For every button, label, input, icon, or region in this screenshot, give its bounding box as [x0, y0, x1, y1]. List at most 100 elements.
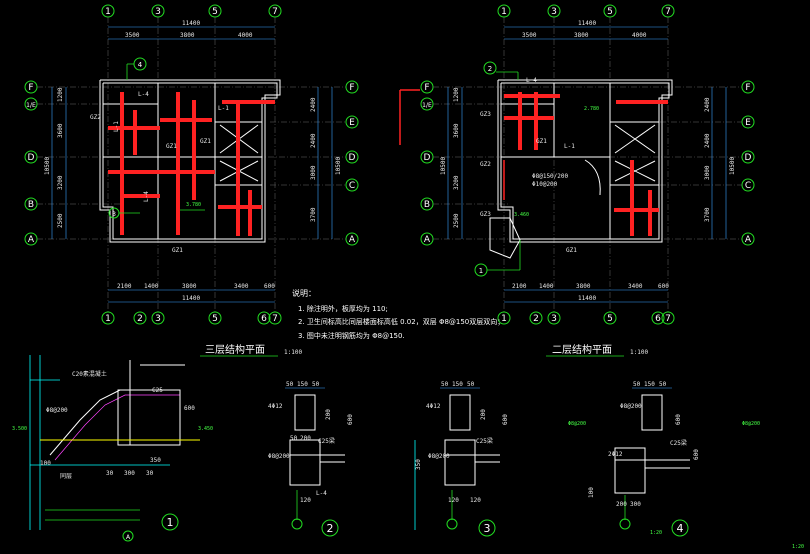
dim-text: 3400: [234, 283, 249, 290]
axis-bubble: F: [424, 83, 429, 93]
axis-bubble: F: [28, 83, 33, 93]
axis-bubble: [619, 518, 631, 530]
axis-bubble: 7: [665, 7, 671, 17]
dim-text: 200: [616, 501, 627, 508]
beam-label: L-4: [143, 191, 150, 202]
axis-bubble: 7: [665, 314, 671, 324]
plan-scale: 1:100: [630, 349, 648, 356]
top-axis-bubbles: 1 3 5 7: [497, 4, 675, 18]
axis-bubble: D: [745, 153, 752, 163]
dim-text: 2500: [57, 213, 64, 228]
dim-text: 200: [300, 435, 311, 442]
level-mark: 2.780: [584, 106, 599, 112]
detail-label: Φ8@200: [428, 453, 450, 460]
rebar-note-left: Φ8@200: [568, 421, 586, 427]
axis-bubble: A: [349, 235, 356, 245]
callout-number: 1: [479, 267, 483, 275]
axis-bubble: F: [349, 83, 354, 93]
second-floor-plan: 1 3 5 7 11400 3500 3800 4000 F 1/E D B A…: [399, 4, 755, 325]
detail-label: 2Φ12: [608, 451, 623, 458]
detail-number: 1: [167, 516, 174, 529]
note-item: 2. 卫生间标高比同层楼面标高低 0.02，双层 Φ8@150双层双向；: [298, 317, 504, 326]
detail-label: 350: [150, 457, 161, 464]
dim-text: 350: [415, 459, 422, 470]
column-label: GZ3: [480, 211, 491, 218]
general-notes: 说明： 1. 除注明外，板厚均为 110; 2. 卫生间标高比同层楼面标高低 0…: [292, 288, 504, 340]
detail-label: C25: [152, 387, 163, 394]
left-axis-bubbles: F 1/E D B A: [24, 80, 38, 246]
notes-heading: 说明：: [292, 288, 316, 298]
dim-text: 3800: [180, 32, 195, 39]
detail-1-stair-section: 3.500 3.450 C20素混凝土 Φ8@200 C25 600 350 1…: [12, 355, 213, 542]
dim-text: 600: [658, 283, 669, 290]
detail-number: 2: [327, 522, 334, 535]
axis-bubble: 3: [551, 314, 557, 324]
column-label: GZ1: [200, 138, 211, 145]
note-item: 3. 图中未注明钢筋均为 Φ8@150.: [298, 331, 405, 340]
column-label: GZ3: [480, 111, 491, 118]
axis-bubble: D: [424, 153, 431, 163]
detail-label: 30: [106, 470, 114, 477]
dim-text: 120: [448, 497, 459, 504]
level-mark: 3.460: [514, 212, 529, 218]
dim-text: 150: [452, 381, 463, 388]
axis-bubble: 5: [212, 314, 218, 324]
axis-bubble: 2: [137, 314, 143, 324]
column-label: GZ2: [90, 114, 101, 121]
dim-text: 3700: [310, 207, 317, 222]
column-label: GZ2: [480, 161, 491, 168]
dim-total: 10500: [729, 157, 736, 175]
detail-label: 30: [146, 470, 154, 477]
dim-text: 3500: [125, 32, 140, 39]
axis-bubble: 5: [607, 7, 613, 17]
axis-bubble: 1: [105, 314, 111, 324]
right-axis-bubbles: F E D C A: [741, 80, 755, 246]
plan-walls: [489, 79, 673, 259]
axis-bubble: D: [28, 153, 35, 163]
detail-label: 300: [124, 470, 135, 477]
axis-bubble: 5: [607, 314, 613, 324]
dim-total: 11400: [578, 20, 596, 27]
column-label: GZ1: [566, 247, 577, 254]
dim-text: 1200: [453, 87, 460, 102]
dim-text: 150: [644, 381, 655, 388]
dim-text: 300: [630, 501, 641, 508]
dim-text: 2400: [310, 133, 317, 148]
axis-bubble: 1/E: [26, 102, 36, 109]
detail-3-beam-section: 50 150 50 200 600 350 120 120 C25梁 4Φ12 …: [414, 381, 509, 537]
callout-number: 2: [488, 65, 492, 73]
axis-bubble: B: [424, 200, 430, 210]
callout-bubble: [483, 61, 497, 75]
axis-bubble: A: [424, 235, 431, 245]
axis-bubble: 3: [155, 7, 161, 17]
level-mark: 3.450: [198, 426, 213, 432]
dim-text: 3200: [57, 175, 64, 190]
dim-total: 11400: [578, 295, 596, 302]
axis-bubble: D: [349, 153, 356, 163]
dim-text: 120: [300, 497, 311, 504]
dim-text: 3400: [628, 283, 643, 290]
axis-bubble: 6: [655, 314, 661, 324]
axis-bubble: 3: [551, 7, 557, 17]
detail-label: 同层: [60, 473, 72, 480]
detail-2-beam-section: 50 150 50 200 600 50 200 120 L-4 C25梁 4Φ…: [268, 381, 354, 537]
dim-text: 2400: [704, 97, 711, 112]
dim-text: 2400: [310, 97, 317, 112]
left-axis-bubbles: F 1/E D B A: [420, 80, 434, 246]
dim-text: 50: [467, 381, 475, 388]
axis-bubble: E: [745, 118, 751, 128]
level-mark: 3.500: [12, 426, 27, 432]
detail-label: C25梁: [318, 437, 335, 445]
axis-bubble: [122, 530, 134, 542]
beam-label: L-4: [138, 91, 149, 98]
detail-label: 4Φ12: [426, 403, 441, 410]
axis-bubble: C: [745, 181, 751, 191]
dim-text: 3800: [182, 283, 197, 290]
dim-text: 50: [290, 435, 298, 442]
axis-bubble: [291, 518, 303, 530]
axis-label: A: [126, 534, 131, 541]
dim-text: 4000: [238, 32, 253, 39]
detail-4-beam-section: Φ8@200 Φ8@200 50 150 50 600 100 200 300 …: [568, 381, 760, 537]
